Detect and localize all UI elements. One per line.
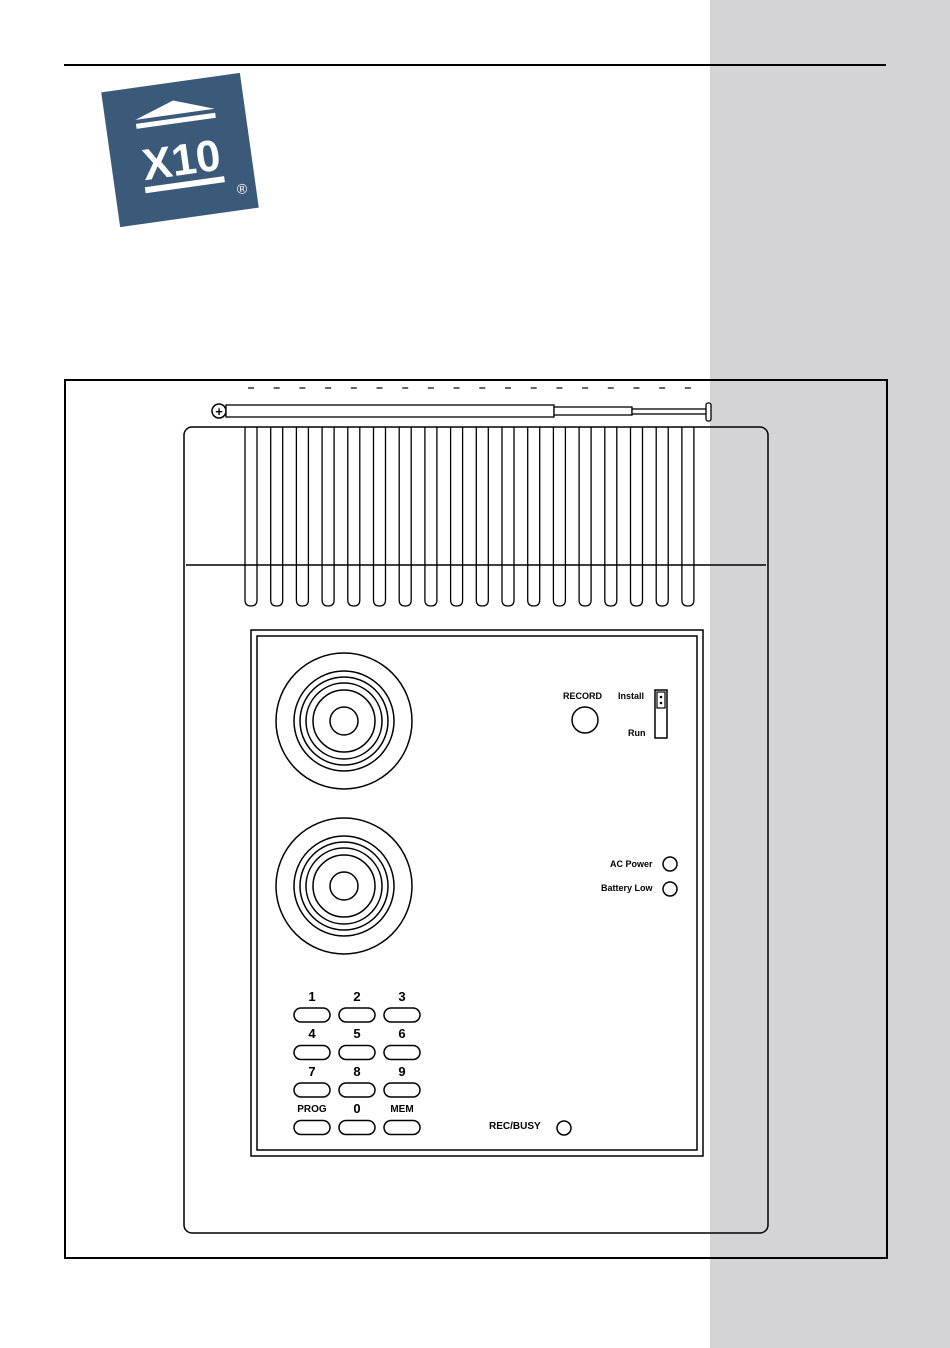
speaker-lower [276,818,412,954]
key-label-1: 1 [292,989,332,1004]
key-button-prog[interactable] [294,1121,330,1135]
figure-frame: + [64,379,888,1259]
grille-slot [528,427,540,606]
key-label-0: 0 [337,1101,377,1116]
grille-slot [322,427,334,606]
key-button-8[interactable] [339,1083,375,1097]
key-button-3[interactable] [384,1008,420,1022]
speaker-grille [245,388,694,606]
grille-slot [374,427,386,606]
key-label-3: 3 [382,989,422,1004]
speaker-upper [276,653,412,789]
grille-slot [502,427,514,606]
key-button-9[interactable] [384,1083,420,1097]
key-label-mem: MEM [377,1104,427,1115]
key-button-6[interactable] [384,1046,420,1060]
key-button-4[interactable] [294,1046,330,1060]
grille-slot [348,427,360,606]
key-label-5: 5 [337,1026,377,1041]
terminal-plus-symbol: + [215,404,223,419]
grille-slot [451,427,463,606]
key-label-2: 2 [337,989,377,1004]
console-device-drawing: + [66,381,886,1257]
ac-power-led [663,857,677,871]
key-button-5[interactable] [339,1046,375,1060]
antenna: + [212,403,711,421]
battery-low-led [663,882,677,896]
battery-low-label: Battery Low [601,883,653,893]
grille-slot [245,427,257,606]
grille-slot [476,427,488,606]
key-button-0[interactable] [339,1121,375,1135]
key-button-1[interactable] [294,1008,330,1022]
record-label: RECORD [563,691,602,701]
key-label-9: 9 [382,1064,422,1079]
grille-slot [425,427,437,606]
grille-slot [656,427,668,606]
key-label-7: 7 [292,1064,332,1079]
rec-busy-label: REC/BUSY [489,1121,541,1132]
grille-slot [399,427,411,606]
rec-busy-led [557,1121,571,1135]
grille-slot [553,427,565,606]
key-label-4: 4 [292,1026,332,1041]
header-rule [64,64,886,66]
grille-slot [579,427,591,606]
install-run-switch[interactable] [655,690,667,738]
key-label-6: 6 [382,1026,422,1041]
grille-slot [682,427,694,606]
key-label-8: 8 [337,1064,377,1079]
key-button-7[interactable] [294,1083,330,1097]
grille-slot [271,427,283,606]
install-label: Install [618,691,644,701]
x10-logo: X10 ® [100,70,260,230]
grille-slot [631,427,643,606]
record-button[interactable] [572,707,598,733]
grille-slot [296,427,308,606]
key-button-mem[interactable] [384,1121,420,1135]
key-button-2[interactable] [339,1008,375,1022]
key-label-prog: PROG [287,1104,337,1115]
run-label: Run [628,728,646,738]
grille-slot [605,427,617,606]
ac-power-label: AC Power [610,859,653,869]
